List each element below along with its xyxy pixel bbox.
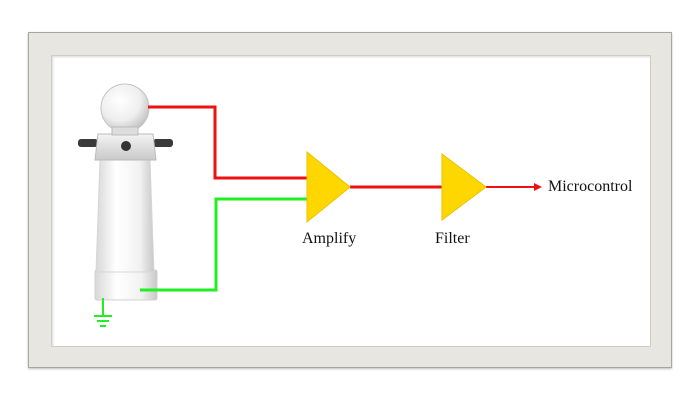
triangle-amplifier-icon: [306, 150, 351, 224]
signal-wire: [148, 105, 308, 180]
microcontroller-label: Microcontrol: [548, 178, 633, 195]
ground-wire: [140, 197, 308, 292]
electrode-sensor-icon: [78, 83, 173, 301]
arrow-head-icon: [534, 183, 542, 191]
triangle-filter-icon: [441, 153, 487, 221]
amplify-label: Amplify: [302, 230, 357, 247]
filter-label: Filter: [435, 230, 470, 247]
ground-symbol-icon: [94, 298, 112, 327]
